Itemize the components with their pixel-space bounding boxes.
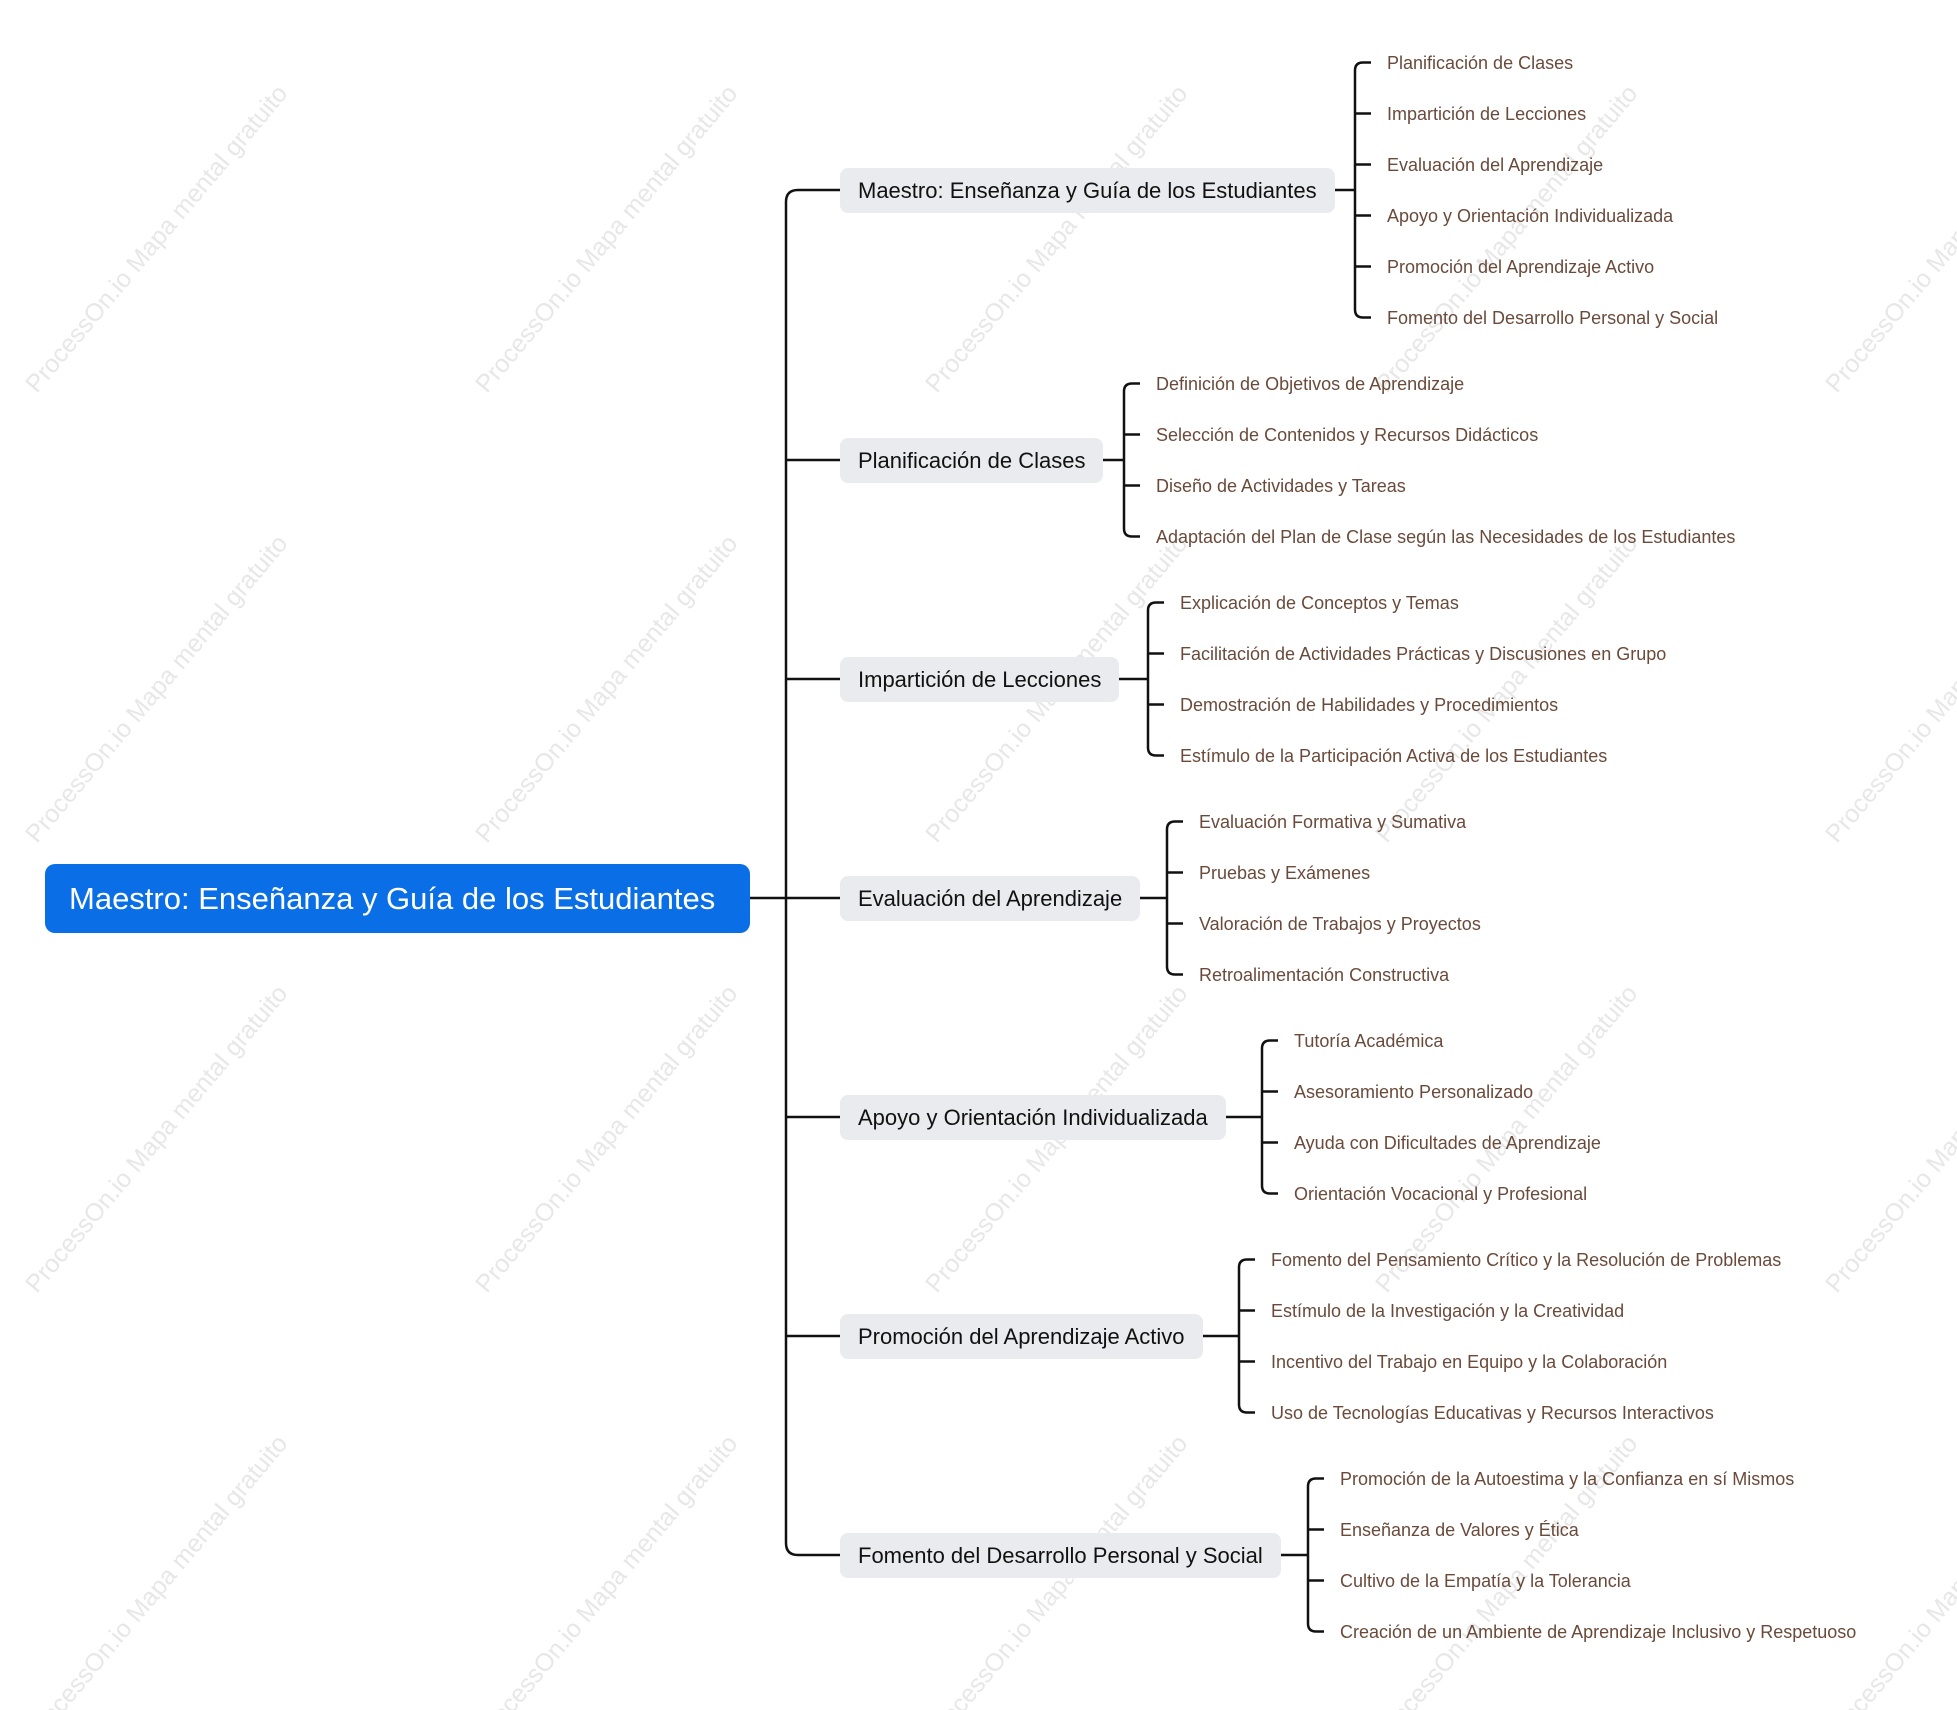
leaf-topic[interactable]: Asesoramiento Personalizado — [1294, 1081, 1534, 1102]
leaf-topic[interactable]: Valoración de Trabajos y Proyectos — [1199, 913, 1481, 934]
leaf-topic[interactable]: Estímulo de la Participación Activa de l… — [1180, 745, 1608, 766]
leaf-topic[interactable]: Facilitación de Actividades Prácticas y … — [1180, 643, 1667, 664]
branch-topic[interactable]: Promoción del Aprendizaje Activo — [840, 1314, 1203, 1359]
leaf-topic[interactable]: Incentivo del Trabajo en Equipo y la Col… — [1271, 1351, 1668, 1372]
branch-topic[interactable]: Apoyo y Orientación Individualizada — [840, 1095, 1226, 1140]
branch-topic[interactable]: Maestro: Enseñanza y Guía de los Estudia… — [840, 168, 1335, 213]
root-topic[interactable]: Maestro: Enseñanza y Guía de los Estudia… — [45, 864, 750, 933]
connector-line — [1146, 601, 1164, 757]
connector-line — [1306, 1477, 1324, 1633]
leaf-topic[interactable]: Demostración de Habilidades y Procedimie… — [1180, 694, 1559, 715]
leaf-topic[interactable]: Uso de Tecnologías Educativas y Recursos… — [1271, 1402, 1714, 1423]
leaf-topic[interactable]: Diseño de Actividades y Tareas — [1156, 475, 1406, 496]
connector-line — [1260, 1039, 1278, 1195]
leaf-topic[interactable]: Ayuda con Dificultades de Aprendizaje — [1294, 1132, 1601, 1153]
leaf-topic[interactable]: Enseñanza de Valores y Ética — [1340, 1519, 1579, 1540]
leaf-topic[interactable]: Planificación de Clases — [1387, 52, 1574, 73]
connector-line — [784, 188, 840, 1557]
leaf-topic[interactable]: Pruebas y Exámenes — [1199, 862, 1371, 883]
branch-topic[interactable]: Fomento del Desarrollo Personal y Social — [840, 1533, 1281, 1578]
connector-line — [1122, 382, 1140, 538]
leaf-topic[interactable]: Orientación Vocacional y Profesional — [1294, 1183, 1588, 1204]
leaf-topic[interactable]: Selección de Contenidos y Recursos Didác… — [1156, 424, 1539, 445]
leaf-topic[interactable]: Estímulo de la Investigación y la Creati… — [1271, 1300, 1625, 1321]
leaf-topic[interactable]: Impartición de Lecciones — [1387, 103, 1587, 124]
leaf-topic[interactable]: Definición de Objetivos de Aprendizaje — [1156, 373, 1465, 394]
leaf-topic[interactable]: Fomento del Pensamiento Crítico y la Res… — [1271, 1249, 1782, 1270]
leaf-topic[interactable]: Evaluación del Aprendizaje — [1387, 154, 1604, 175]
connector-line — [1353, 61, 1371, 319]
leaf-topic[interactable]: Creación de un Ambiente de Aprendizaje I… — [1340, 1621, 1857, 1642]
leaf-topic[interactable]: Tutoría Académica — [1294, 1030, 1444, 1051]
leaf-topic[interactable]: Retroalimentación Constructiva — [1199, 964, 1450, 985]
branch-topic[interactable]: Planificación de Clases — [840, 438, 1104, 483]
leaf-topic[interactable]: Apoyo y Orientación Individualizada — [1387, 205, 1674, 226]
branch-topic[interactable]: Evaluación del Aprendizaje — [840, 876, 1141, 921]
connector-line — [1237, 1258, 1255, 1414]
leaf-topic[interactable]: Promoción de la Autoestima y la Confianz… — [1340, 1468, 1795, 1489]
connector-line — [1165, 820, 1183, 976]
leaf-topic[interactable]: Fomento del Desarrollo Personal y Social — [1387, 307, 1719, 328]
branch-topic[interactable]: Impartición de Lecciones — [840, 657, 1120, 702]
leaf-topic[interactable]: Cultivo de la Empatía y la Tolerancia — [1340, 1570, 1631, 1591]
leaf-topic[interactable]: Evaluación Formativa y Sumativa — [1199, 811, 1467, 832]
leaf-topic[interactable]: Promoción del Aprendizaje Activo — [1387, 256, 1655, 277]
leaf-topic[interactable]: Explicación de Conceptos y Temas — [1180, 592, 1459, 613]
leaf-topic[interactable]: Adaptación del Plan de Clase según las N… — [1156, 526, 1736, 547]
